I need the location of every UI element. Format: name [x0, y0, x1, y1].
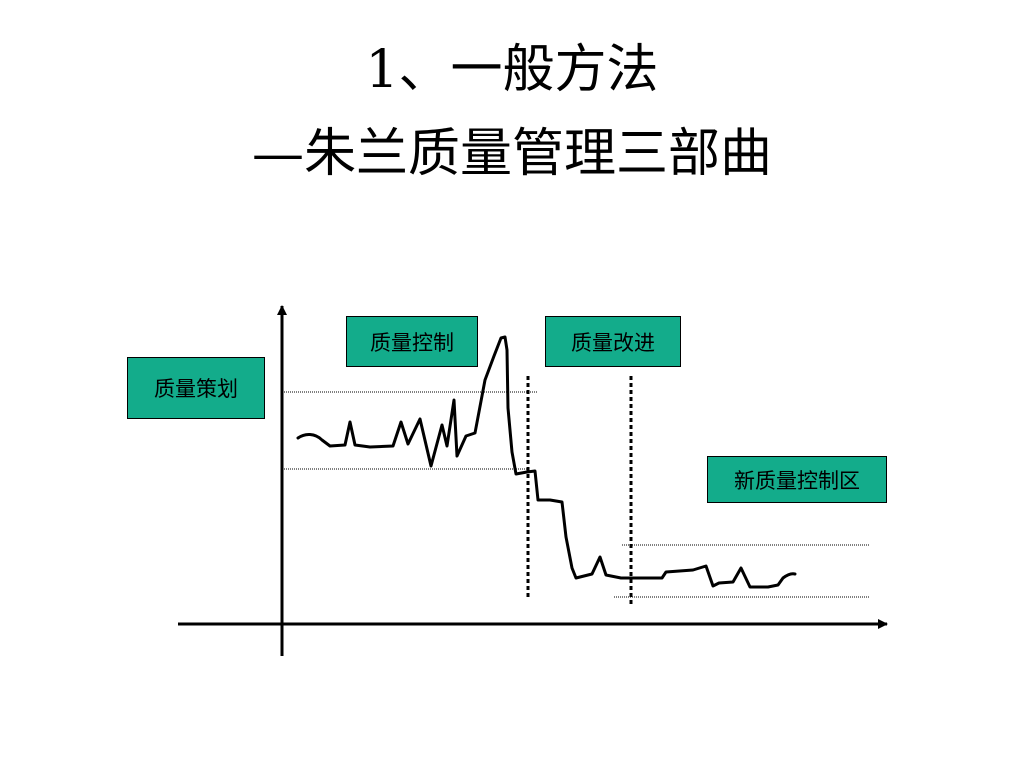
quality-planning-label: 质量策划	[127, 357, 265, 419]
new-quality-control-zone-label: 新质量控制区	[707, 456, 887, 503]
quality-improvement-label: 质量改进	[545, 316, 681, 367]
quality-curve	[296, 335, 797, 589]
slide-subtitle: —朱兰质量管理三部曲	[251, 124, 772, 184]
quality-control-label: 质量控制	[346, 316, 478, 367]
slide-title: 1、一般方法	[365, 40, 659, 100]
